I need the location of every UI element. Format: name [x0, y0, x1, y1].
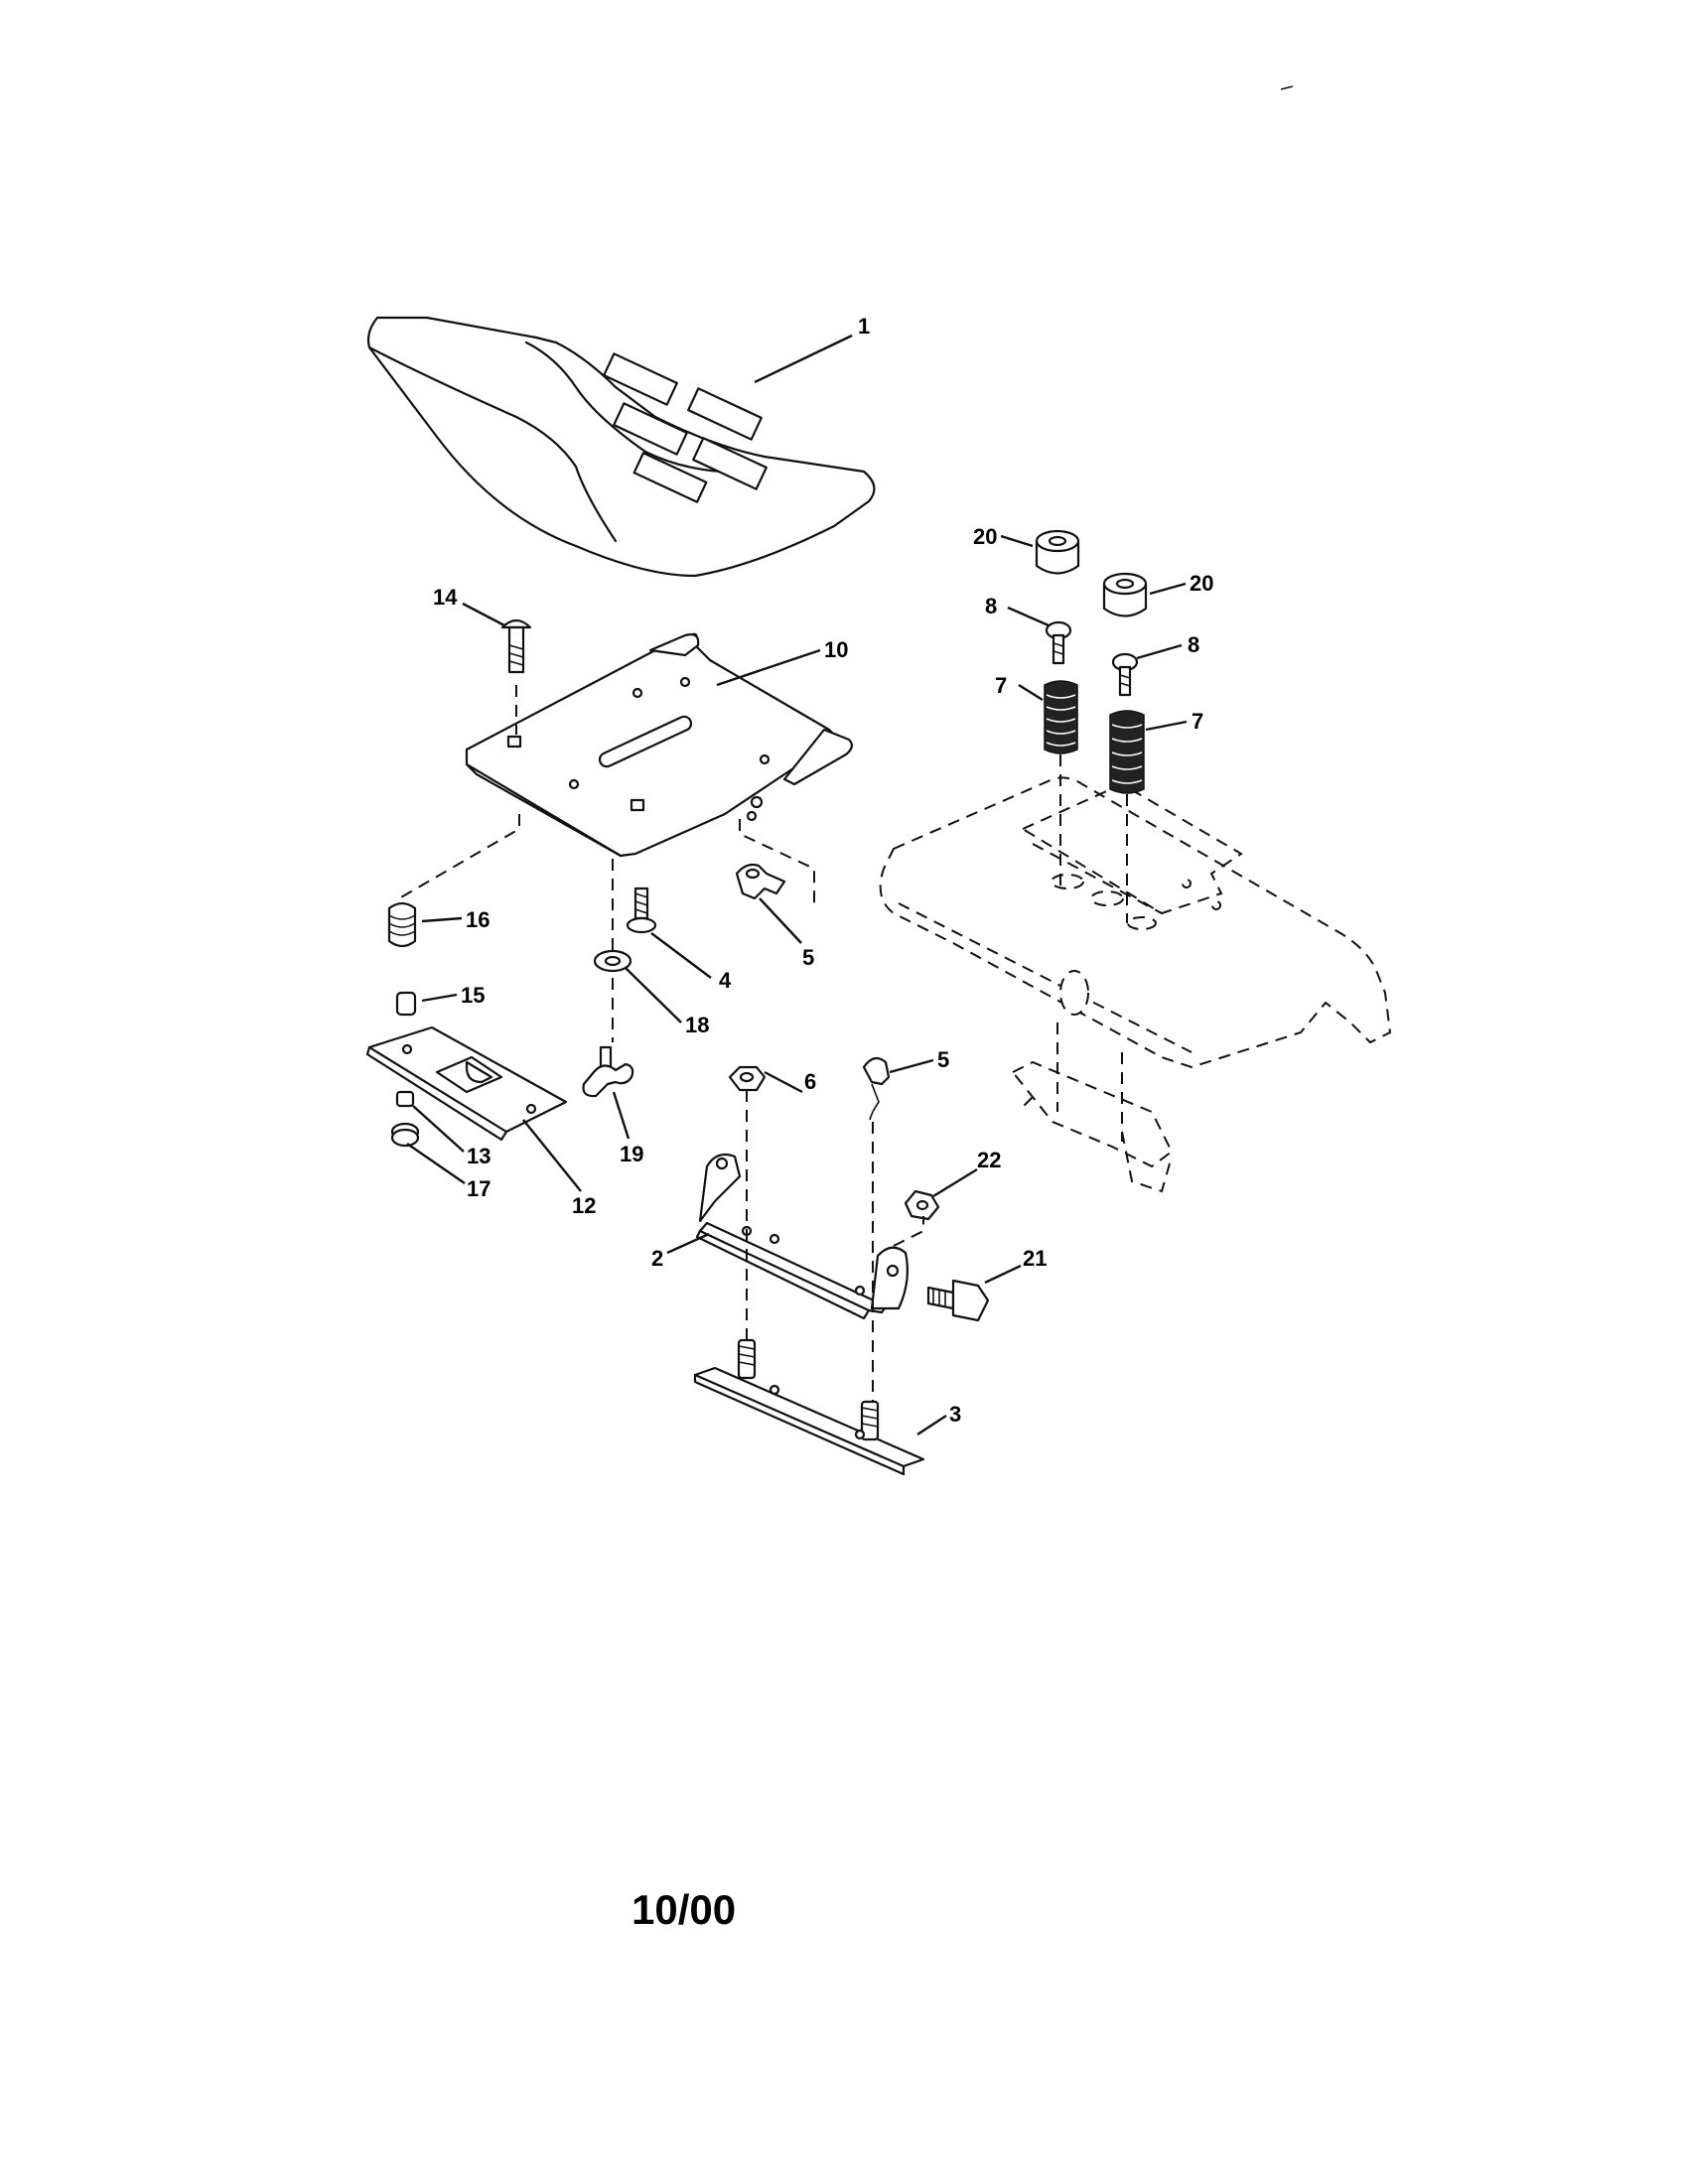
hex-nut-small [395, 1090, 415, 1108]
callout-8a: 8 [985, 594, 997, 618]
callout-20a: 20 [973, 524, 997, 549]
callout-6: 6 [804, 1069, 816, 1094]
callout-21: 21 [1023, 1246, 1047, 1271]
callout-18: 18 [685, 1013, 709, 1037]
callout-12: 12 [572, 1193, 596, 1218]
callout-8b: 8 [1188, 632, 1199, 657]
flat-washer [593, 949, 632, 973]
callout-20b: 20 [1190, 571, 1213, 596]
bushing [395, 991, 417, 1017]
carriage-bolt [500, 618, 532, 674]
footer-date: 10/00 [632, 1886, 736, 1933]
seat-spring-left [1044, 680, 1078, 754]
callout-2: 2 [651, 1246, 663, 1271]
adjustment-knob [582, 1045, 634, 1098]
lock-nut [390, 1122, 420, 1148]
callout-17: 17 [467, 1176, 491, 1201]
seat-pan [465, 632, 853, 858]
spring-small [387, 901, 417, 948]
callout-7b: 7 [1192, 709, 1203, 734]
base-plate [693, 1338, 925, 1476]
callout-5a: 5 [802, 945, 814, 970]
callout-14: 14 [433, 585, 458, 610]
callout-19: 19 [620, 1142, 643, 1166]
callout-3: 3 [949, 1402, 961, 1427]
callout-13: 13 [467, 1144, 491, 1168]
hinge-clip-lower [862, 1056, 891, 1121]
callout-4: 4 [719, 968, 732, 993]
callout-7a: 7 [995, 673, 1007, 698]
shoulder-bolt-right [1111, 652, 1139, 697]
callout-1: 1 [858, 314, 870, 339]
flange-nut [904, 1189, 940, 1221]
spacer-right [1102, 572, 1148, 617]
seat [366, 316, 876, 578]
callout-5b: 5 [937, 1047, 949, 1072]
fender-outline [879, 776, 1392, 1193]
hex-nut [728, 1065, 767, 1092]
shoulder-bolt-left [1045, 620, 1072, 665]
callout-16: 16 [466, 907, 490, 932]
pivot-bolt [926, 1279, 990, 1322]
shoulder-bolt [626, 887, 657, 934]
seat-spring-right [1109, 710, 1145, 794]
callout-15: 15 [461, 983, 485, 1008]
hinge-clip-upper [735, 863, 786, 900]
callout-10: 10 [824, 637, 848, 662]
stray-mark [1280, 85, 1294, 90]
spacer-left [1035, 529, 1080, 575]
callout-22: 22 [977, 1148, 1001, 1172]
pivot-bracket [695, 1153, 909, 1320]
slide-bracket [365, 1025, 568, 1142]
